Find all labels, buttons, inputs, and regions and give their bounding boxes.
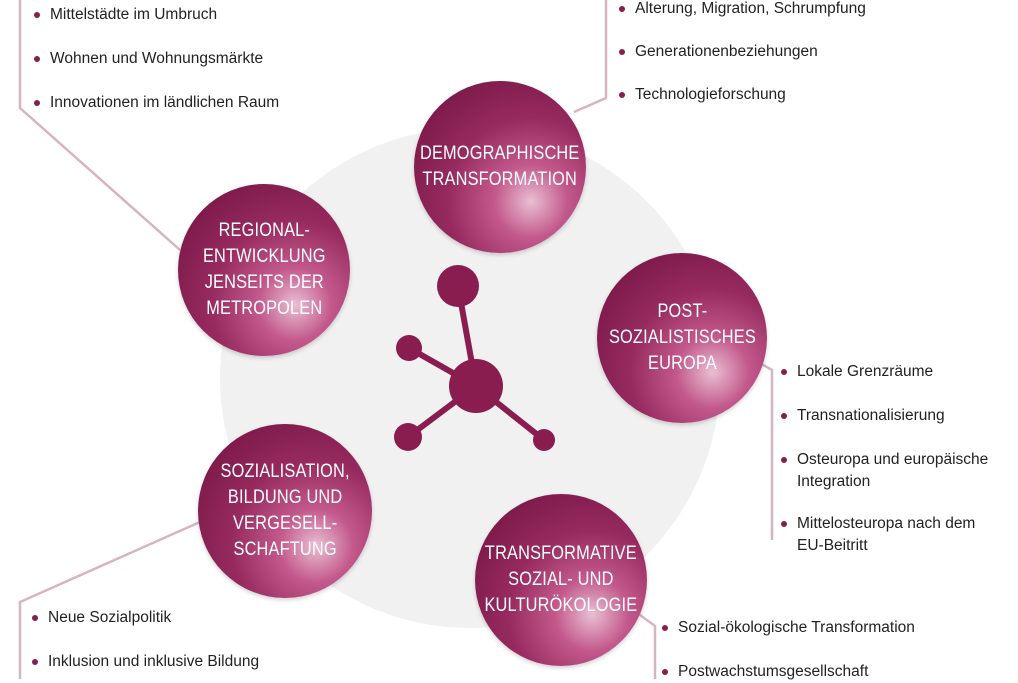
topic-text: Lokale Grenzräume [797, 363, 934, 380]
topic-text: Mittelstädte im Umbruch [50, 6, 218, 23]
topic-text: Osteuropa und europäische Integration [797, 451, 989, 490]
bullet-icon [34, 100, 40, 106]
bullet-icon [781, 457, 787, 463]
node-socioecology: TRANSFORMATIVE SOZIAL- UND KULTURÖKOLOGI… [475, 494, 647, 666]
topic-text: Transnationalisierung [797, 407, 945, 424]
topic-item: Wohnen und Wohnungsmärkte [34, 48, 334, 70]
node-postsocialist: POST- SOZIALISTISCHES EUROPA [597, 253, 767, 423]
bullet-icon [34, 56, 40, 62]
connector-demographic [573, 0, 608, 114]
node-demographic: DEMOGRAPHISCHE TRANSFORMATION [414, 81, 586, 253]
topic-item: Mittelosteuropa nach dem EU-Beitritt [781, 513, 1006, 557]
topic-item: Mittelstädte im Umbruch [34, 4, 334, 26]
connector-regional [18, 0, 181, 251]
topic-text: Sozial-ökologische Transformation [678, 619, 915, 636]
topic-item: Neue Sozialpolitik [32, 607, 332, 629]
network-hub-icon [394, 265, 555, 451]
topic-item: Sozial-ökologische Transformation [662, 617, 992, 639]
topic-item: Lokale Grenzräume [781, 361, 1006, 383]
connector-socialisation [18, 520, 201, 679]
topic-text: Wohnen und Wohnungsmärkte [50, 50, 264, 67]
bullet-icon [662, 625, 668, 631]
node-label: REGIONAL- ENTWICKLUNG JENSEITS DER METRO… [202, 220, 326, 319]
topic-item: Innovationen im ländlichen Raum [34, 92, 334, 114]
topic-item: Osteuropa und europäische Integration [781, 449, 1006, 493]
node-label: POST- SOZIALISTISCHES EUROPA [608, 301, 756, 374]
topic-list-socialisation: Neue Sozialpolitik Inklusion und inklusi… [32, 607, 332, 673]
connector-postsocialist [757, 360, 774, 540]
connector-socioecology [635, 610, 657, 679]
bullet-icon [619, 92, 625, 98]
node-socialisation: SOZIALISATION, BILDUNG UND VERGESELL- SC… [198, 424, 372, 598]
topic-text: Mittelosteuropa nach dem EU-Beitritt [797, 515, 976, 554]
topic-item: Postwachstumsgesellschaft [662, 661, 992, 683]
node-label: TRANSFORMATIVE SOZIAL- UND KULTURÖKOLOGI… [484, 543, 638, 616]
bullet-icon [619, 6, 625, 12]
topic-item: Inklusion und inklusive Bildung [32, 651, 332, 673]
bullet-icon [781, 413, 787, 419]
bullet-icon [781, 369, 787, 375]
topic-item: Alterung, Migration, Schrumpfung [619, 0, 919, 20]
bullet-icon [619, 49, 625, 55]
topic-text: Inklusion und inklusive Bildung [48, 653, 260, 670]
topic-text: Technologieforschung [635, 86, 786, 103]
node-label: SOZIALISATION, BILDUNG UND VERGESELL- SC… [220, 461, 350, 560]
bullet-icon [34, 12, 40, 18]
node-regional: REGIONAL- ENTWICKLUNG JENSEITS DER METRO… [178, 184, 350, 356]
topic-text: Postwachstumsgesellschaft [678, 663, 869, 680]
topic-item: Transnationalisierung [781, 405, 1006, 427]
node-label: DEMOGRAPHISCHE TRANSFORMATION [420, 143, 580, 190]
topic-text: Neue Sozialpolitik [48, 609, 172, 626]
topic-item: Technologieforschung [619, 84, 919, 106]
topic-text: Innovationen im ländlichen Raum [50, 94, 280, 111]
topic-text: Alterung, Migration, Schrumpfung [635, 0, 866, 17]
bullet-icon [32, 659, 38, 665]
topic-list-socioecology: Sozial-ökologische Transformation Postwa… [662, 617, 992, 683]
topic-text: Generationenbeziehungen [635, 43, 818, 60]
topic-list-regional: Mittelstädte im Umbruch Wohnen und Wohnu… [34, 4, 334, 114]
topic-item: Generationenbeziehungen [619, 41, 919, 63]
bullet-icon [32, 615, 38, 621]
topic-list-postsocialist: Lokale Grenzräume Transnationalisierung … [781, 361, 1006, 557]
bullet-icon [781, 521, 787, 527]
bullet-icon [662, 669, 668, 675]
topic-list-demographic: Alterung, Migration, Schrumpfung Generat… [619, 0, 919, 106]
